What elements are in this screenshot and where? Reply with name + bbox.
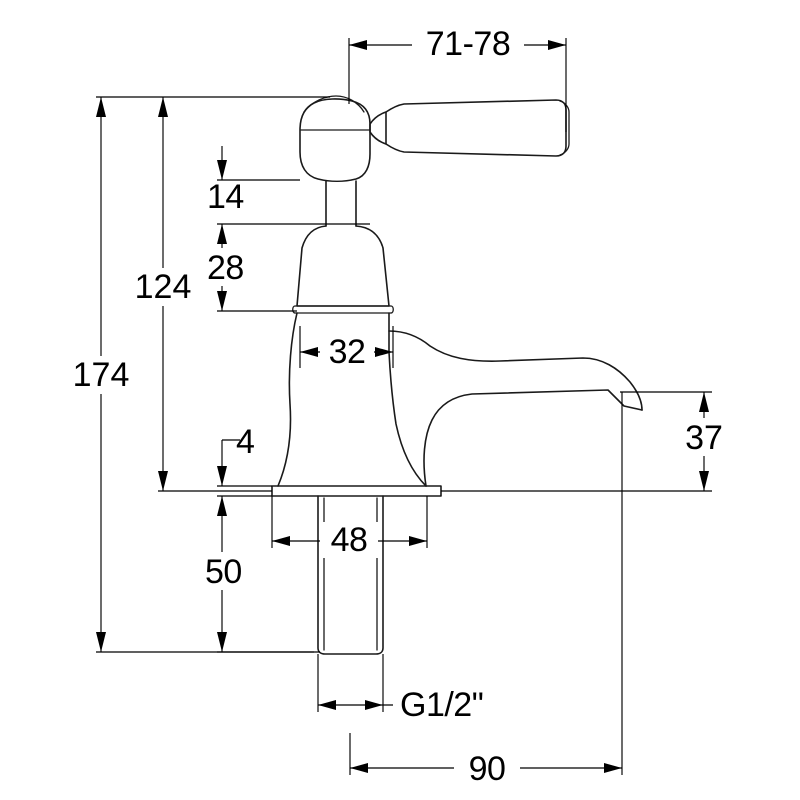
spout-lower-outline (423, 389, 643, 487)
arrow-left (350, 763, 368, 773)
arrow-bottom (217, 466, 227, 486)
arrow-top (699, 392, 709, 412)
arrow-bottom (699, 471, 709, 491)
label-bg (320, 522, 378, 558)
dimension-label-28: 28 (207, 249, 244, 287)
label-bg (454, 748, 520, 786)
spout-upper-outline (388, 330, 643, 411)
arrow-left (300, 347, 318, 357)
dimension-label-g-half-inch: G1/2" (400, 686, 483, 724)
arrow-bottom (217, 632, 227, 652)
arrow-right (409, 536, 427, 546)
arrow-right (548, 40, 566, 50)
handle-neck-outline (369, 111, 387, 145)
handle-hub-outline (299, 98, 371, 183)
base-plate-outline (271, 485, 442, 497)
dimension-height-above-surface: 124 (132, 97, 272, 492)
dimension-thread-size: G1/2" (317, 654, 484, 724)
dimension-label-124: 124 (135, 268, 192, 306)
dimension-label-14: 14 (207, 178, 244, 216)
label-bg (206, 248, 264, 286)
arrow-left (318, 700, 336, 710)
dimension-label-4: 4 (236, 423, 254, 461)
dimension-tail-length: 50 (204, 495, 320, 653)
dimension-label-37: 37 (685, 419, 723, 457)
dimension-handle-hub-height: 14 (207, 146, 370, 225)
dimension-body-width: 32 (299, 326, 394, 371)
dimension-label-48: 48 (331, 521, 368, 559)
hub-dome-arc (303, 95, 365, 113)
dimension-handle-reach: 71-78 (348, 25, 567, 132)
dimension-label-71-78: 71-78 (426, 25, 510, 63)
bell-base-ring (292, 305, 394, 314)
arrow-bottom (217, 291, 227, 311)
arrow-left (272, 536, 290, 546)
arrow-top (217, 224, 227, 244)
dimension-label-32: 32 (329, 333, 366, 371)
dimension-spout-reach: 90 (349, 392, 623, 788)
spindle-stem-outline (325, 180, 357, 227)
arrow-right (365, 700, 383, 710)
arrow-right (375, 347, 393, 357)
dimension-base-thickness: 4 (217, 423, 272, 487)
arrow-bottom (158, 471, 168, 491)
arrow-right (604, 763, 622, 773)
arrow-bottom (96, 632, 106, 652)
arrow-bottom (217, 160, 227, 180)
dimension-label-90: 90 (469, 750, 506, 788)
label-bg (132, 268, 194, 306)
arrow-left (349, 40, 367, 50)
lever-end-cap-outline (559, 100, 570, 156)
lever-handle-outline (385, 99, 567, 157)
dimension-spout-height: 37 (441, 391, 734, 492)
dimension-label-174: 174 (73, 356, 130, 394)
label-bg (70, 356, 132, 394)
label-bg (320, 334, 374, 370)
arrow-top (158, 97, 168, 117)
threaded-tail-outline (317, 495, 384, 655)
label-bg (674, 418, 734, 456)
tap-body-right-outline (388, 312, 427, 487)
arrow-top (217, 496, 227, 516)
dimension-label-50: 50 (205, 553, 242, 591)
arrow-top (96, 97, 106, 117)
label-bg (412, 26, 524, 62)
label-bg (204, 552, 264, 590)
tap-outline-group (271, 95, 643, 655)
bell-shroud-outline (296, 225, 390, 307)
tap-body-left-outline (277, 312, 298, 487)
dimension-bell-height: 28 (206, 224, 297, 312)
dimension-tail-offset: 48 (271, 496, 428, 559)
dimension-overall-height: 174 (70, 96, 330, 653)
